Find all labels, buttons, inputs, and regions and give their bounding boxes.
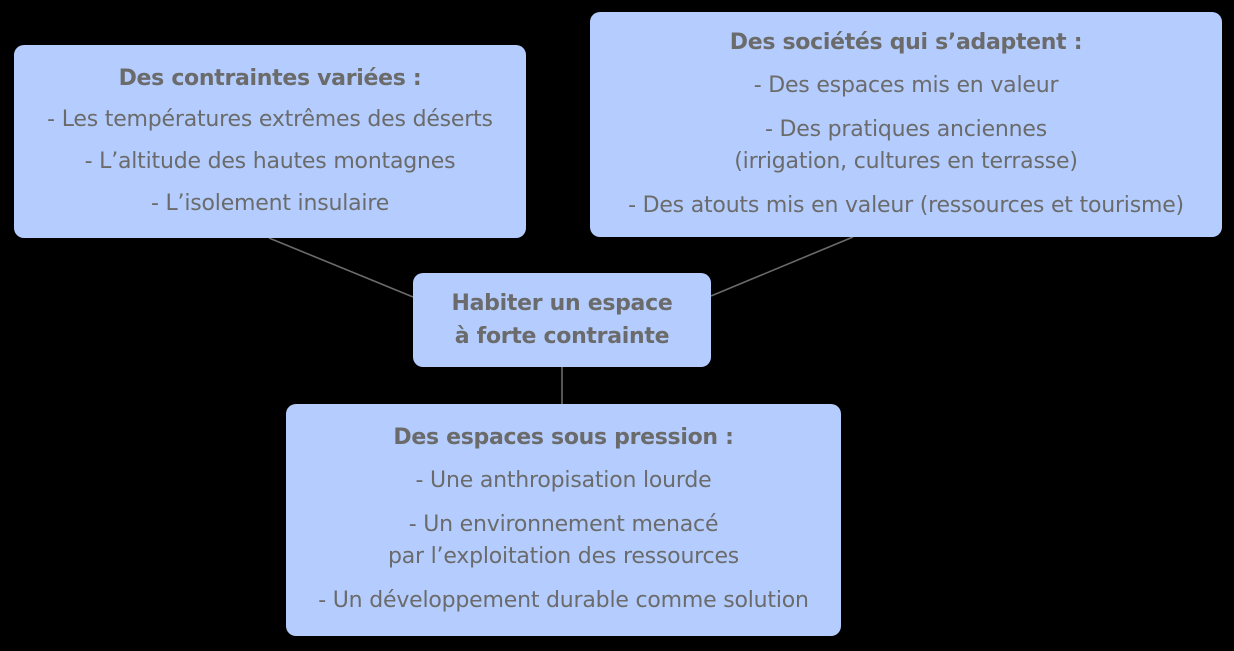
node-item-line: - Des espaces mis en valeur xyxy=(753,72,1059,98)
edge-center-right xyxy=(710,236,854,297)
node-central-topic: Habiter un espace à forte contrainte xyxy=(413,273,711,367)
node-item-line: (irrigation, cultures en terrasse) xyxy=(734,148,1078,174)
node-pressure: Des espaces sous pression : - Une anthro… xyxy=(286,404,841,636)
node-item-line: - Un environnement menacé xyxy=(408,512,719,537)
node-item: - Des espaces mis en valeur xyxy=(754,70,1059,102)
node-item-line: - Une anthropisation lourde xyxy=(415,468,712,493)
node-item: - Un environnement menacé par l’exploita… xyxy=(388,509,739,573)
node-item: - Un développement durable comme solutio… xyxy=(318,585,809,617)
node-item: - L’isolement insulaire xyxy=(150,190,390,216)
central-topic-line: à forte contrainte xyxy=(454,324,670,349)
node-title: Des espaces sous pression : xyxy=(393,425,734,450)
node-item-line: - Un développement durable comme solutio… xyxy=(318,588,809,613)
node-item: - Une anthropisation lourde xyxy=(416,465,712,497)
node-title: Des sociétés qui s’adaptent : xyxy=(729,29,1083,55)
node-adaptation: Des sociétés qui s’adaptent : - Des espa… xyxy=(590,12,1222,237)
node-item-line: par l’exploitation des ressources xyxy=(387,544,740,569)
node-item-line: - Des pratiques anciennes xyxy=(764,116,1048,142)
node-title: Des contraintes variées : xyxy=(118,65,422,91)
node-item-line: - Des atouts mis en valeur (ressources e… xyxy=(628,192,1184,218)
node-item: - Des atouts mis en valeur (ressources e… xyxy=(628,190,1184,222)
node-item: - Des pratiques anciennes (irrigation, c… xyxy=(734,114,1078,178)
node-item: - L’altitude des hautes montagnes xyxy=(84,148,456,174)
node-constraints: Des contraintes variées : - Les températ… xyxy=(14,45,526,238)
edge-center-left xyxy=(268,237,414,298)
node-item: - Les températures extrêmes des déserts xyxy=(47,106,493,132)
central-topic-line: Habiter un espace xyxy=(451,291,673,316)
